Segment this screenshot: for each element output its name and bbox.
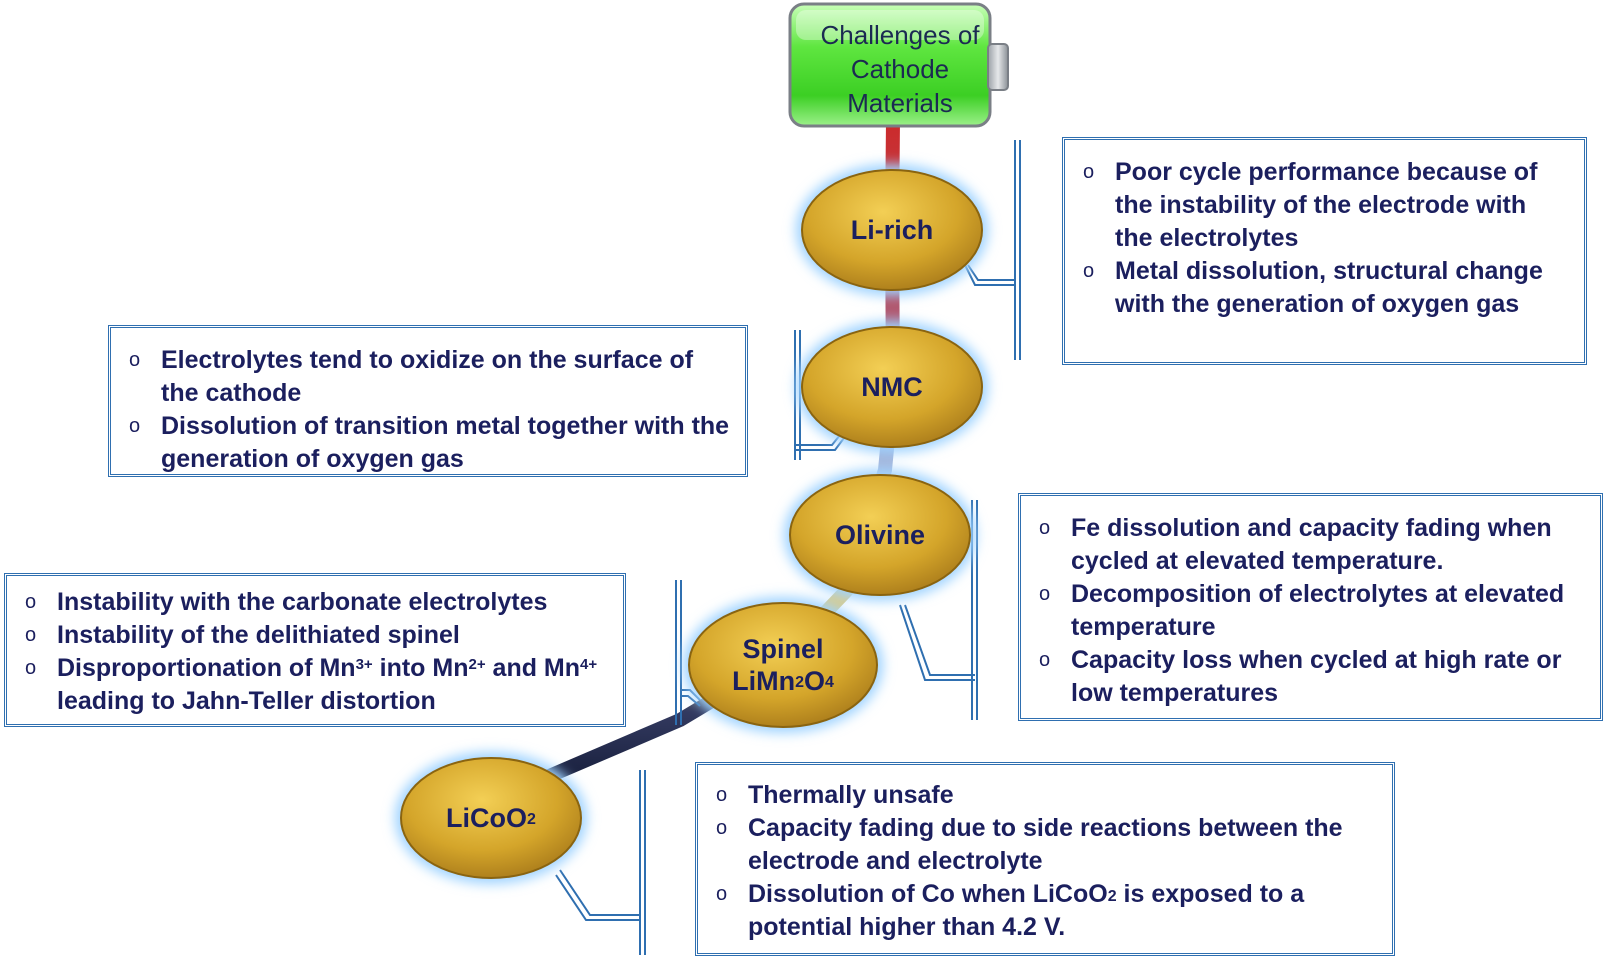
node-licoo2 <box>395 752 587 884</box>
bullet-icon: o <box>716 817 728 839</box>
title-line: Challenges of <box>820 20 980 50</box>
connector-olivine <box>899 604 975 681</box>
connector-li-rich <box>964 264 1015 286</box>
node-label-nmc: NMC <box>861 372 923 402</box>
title: Challenges of Cathode Materials <box>800 18 1000 120</box>
node-label-spinel: Spinel LiMn2O4 <box>693 633 873 697</box>
bullet-icon: o <box>716 784 728 806</box>
battery-icon <box>788 2 1009 128</box>
bullet-icon: o <box>129 349 141 371</box>
node-olivine <box>784 469 976 601</box>
bullet-icon: o <box>25 624 37 646</box>
title-line: Materials <box>847 88 953 118</box>
node-label-olivine: Olivine <box>834 520 926 550</box>
bullet-icon: o <box>716 883 728 905</box>
bullet-icon: o <box>1039 583 1051 605</box>
bullet-icon: o <box>129 415 141 437</box>
bullet-icon: o <box>1083 161 1095 183</box>
node-spinel <box>683 597 883 733</box>
spinel-formula: LiMn2O4 <box>732 666 834 696</box>
bullet-icon: o <box>25 591 37 613</box>
bullet-icon: o <box>1083 260 1095 282</box>
connector-licoo2 <box>555 869 640 921</box>
node-label-li-rich: Li-rich <box>850 215 934 245</box>
node-nmc <box>796 321 988 453</box>
bullet-icon: o <box>25 657 37 679</box>
title-line: Cathode <box>850 54 950 84</box>
node-li-rich <box>796 164 988 296</box>
bullet-icon: o <box>1039 649 1051 671</box>
node-label-licoo2: LiCoO2 <box>446 803 536 833</box>
spinel-line1: Spinel <box>742 634 824 664</box>
bullet-icon: o <box>1039 517 1051 539</box>
